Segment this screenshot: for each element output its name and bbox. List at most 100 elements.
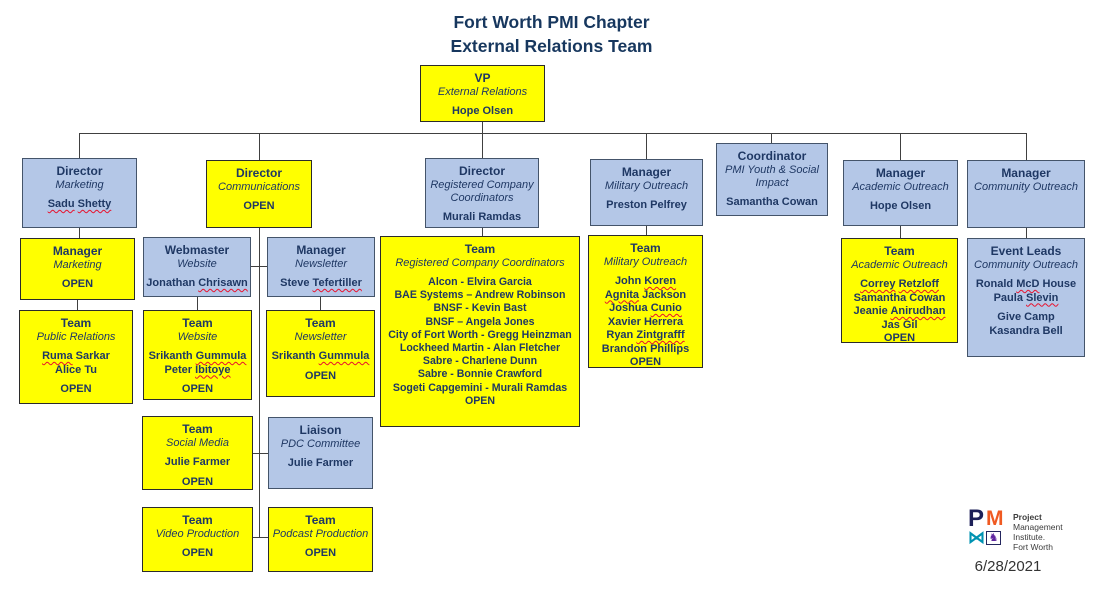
box-member: OPEN [883,332,916,343]
box-subtitle: Academic Outreach [852,181,949,193]
box-member: Samantha Cowan [853,291,946,304]
box-member: OPEN [304,547,337,559]
box-member: OPEN [304,369,337,382]
box-subtitle: External Relations [437,86,528,98]
box-member: OPEN [60,383,92,395]
box-subtitle: Academic Outreach [851,259,948,271]
box-subtitle: PMI Youth & Social Impact [725,164,819,189]
connector-line [79,133,80,158]
connector-line [79,133,1027,134]
pmi-logo-mark-icon: P M ⋈ ♞ [968,505,1008,547]
box-member: City of Fort Worth - Gregg Heinzman [388,328,572,341]
box-title: Team [182,422,213,436]
box-member: Sabre - Charlene Dunn [422,355,538,368]
box-subtitle: Podcast Production [272,528,369,540]
box-member: Murali Ramdas [442,211,522,223]
box-member: Joshua Cunio [609,302,682,314]
box-subtitle: Newsletter [295,258,347,270]
connector-line [77,300,78,310]
box-member: Sadu Shetty [47,198,112,210]
pmi-logo-i-icon: ⋈ [968,528,985,547]
box-subtitle: Communications [218,181,300,193]
box-member: OPEN [61,278,94,290]
box-member: OPEN [181,547,214,559]
connector-line [482,122,483,133]
connector-line [251,266,268,267]
connector-line [79,228,80,238]
box-title: Webmaster [164,243,230,257]
box-member: Julie Farmer [164,456,231,468]
box-title: Director [458,164,505,178]
box-member: Preston Pelfrey [606,199,687,211]
box-member: Sogeti Capgemini - Murali Ramdas [392,381,568,394]
box-member: Paula Slevin [993,291,1059,304]
chart-title-line1: Fort Worth PMI Chapter [453,12,650,32]
pmi-logo-text-line1: Project [1013,512,1042,522]
box-member: Give Camp [997,311,1055,323]
box-member: BNSF - Kevin Bast [433,302,527,315]
connector-line [482,133,483,158]
box-subtitle: Social Media [166,437,229,449]
box-member: Correy Retzloff [860,278,939,290]
box-member: Agnita Jackson [604,288,687,301]
box-title: Team [464,242,496,256]
box-member: Jeanie Anirudhan [853,305,946,317]
box-member: Ronald McD House [975,278,1077,290]
box-title: VP [474,71,491,85]
box-member: Kasandra Bell [989,324,1063,337]
box-member: Brandon Phillips [601,342,690,355]
box-member: Xavier Herrera [607,315,684,328]
box-member: Srikanth Gummula [271,350,370,362]
box-title: Director [56,164,103,178]
connector-line [900,133,901,160]
box-member: Samantha Cowan [726,196,818,208]
box-member: Sabre - Bonnie Crawford [417,368,543,381]
chart-title: Fort Worth PMI Chapter External Relation… [0,10,1103,58]
box-subtitle: Community Outreach [974,259,1078,271]
box-member: OPEN [181,475,214,488]
box-member: Peter Ibitoye [164,363,231,376]
connector-line [771,133,772,143]
box-member: BNSF – Angela Jones [425,315,535,328]
connector-line [253,453,269,454]
box-subtitle: Marketing [53,259,102,271]
slide-date: 6/28/2021 [974,558,1042,575]
pmi-logo-p-icon: P [968,505,985,532]
box-member: Srikanth Gummula [148,350,247,362]
box-title: Coordinator [737,149,807,163]
connector-line [1026,133,1027,160]
box-subtitle: Military Outreach [604,180,689,192]
box-subtitle: Video Production [155,528,240,540]
pmi-logo-text: Project Management Institute. Fort Worth [1008,509,1063,552]
pmi-logo-text-line3: Institute. [1013,532,1046,542]
connector-line [320,297,321,310]
box-member: OPEN [243,200,275,212]
box-title: Team [305,316,336,330]
box-subtitle: Registered Company Coordinators [430,179,534,204]
box-subtitle: Military Outreach [603,256,688,268]
box-title: Manager [1001,166,1051,180]
